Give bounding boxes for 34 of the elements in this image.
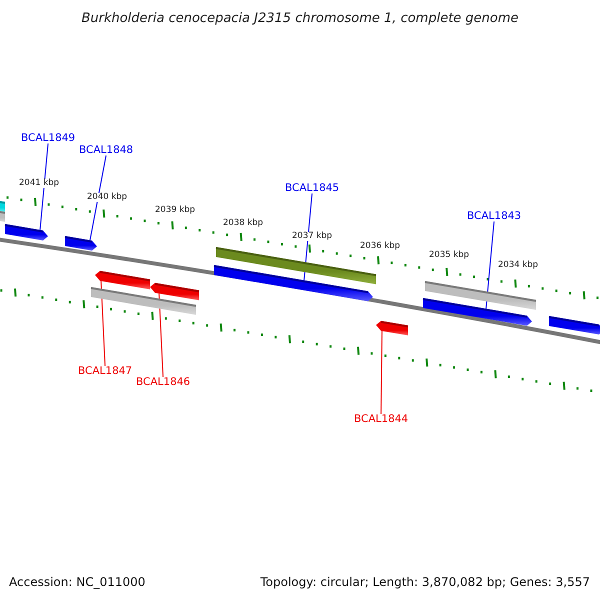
leader-line: [40, 143, 49, 230]
gene-feature: [95, 270, 150, 290]
gene-label: BCAL1845: [285, 183, 340, 194]
scale-label: 2039 kbp: [155, 206, 196, 214]
accession-text: Accession: NC_011000: [9, 576, 146, 588]
leader-line: [380, 330, 382, 414]
scale-label: 2038 kbp: [223, 219, 264, 228]
gene-label: BCAL1844: [354, 414, 408, 424]
gene-feature: [150, 282, 200, 300]
scale-label: 2041 kbp: [19, 179, 60, 188]
feature-bar: [0, 210, 6, 222]
feature-bar: [216, 247, 376, 284]
scale-label: 2035 kbp: [429, 251, 470, 260]
genome-summary: Topology: circular; Length: 3,870,082 bp; Genes: 3,557: [260, 576, 590, 588]
scale-label: 2034 kbp: [498, 261, 538, 270]
feature-bar: [0, 200, 6, 212]
gene-feature: [4, 224, 48, 240]
gene-feature: [376, 320, 408, 336]
gene-label: BCAL1847: [78, 366, 132, 376]
gene-feature: [548, 316, 600, 334]
title: Burkholderia cenocepacia J2315 chromosome 1, complete genome: [80, 12, 520, 25]
scale-label: 2037 kbp: [292, 232, 332, 240]
feature-bar: [424, 281, 536, 310]
leader-line: [158, 293, 164, 378]
leader-line: [90, 155, 107, 241]
gene-label: BCAL1848: [79, 145, 134, 156]
scale-label: 2036 kbp: [360, 242, 400, 250]
gene-label: BCAL1846: [136, 377, 190, 388]
leader-line: [486, 221, 495, 310]
scale-label: 2040 kbp: [87, 193, 128, 202]
gene-label: BCAL1843: [467, 211, 522, 222]
gene-label: BCAL1849: [21, 133, 76, 144]
leader-line: [100, 280, 106, 366]
gene-feature: [64, 236, 97, 251]
